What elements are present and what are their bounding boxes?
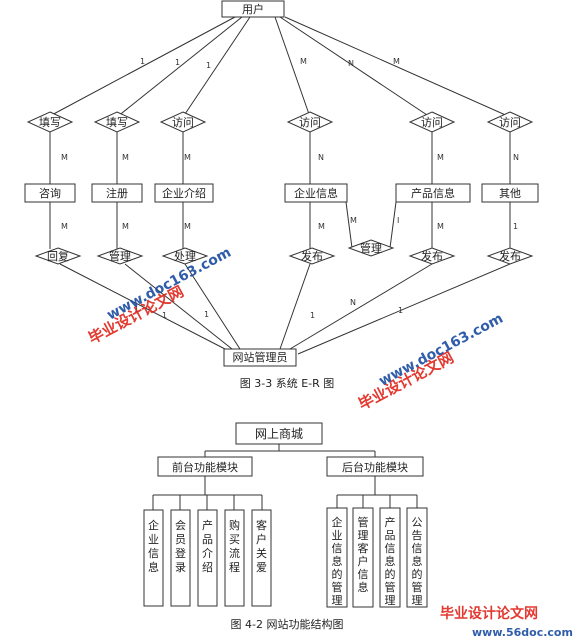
module-child-label: 企业信息: [148, 518, 159, 574]
card-bottom-6: 1: [398, 306, 403, 315]
card-upper-2: M: [122, 153, 129, 162]
er-lines: [47, 16, 511, 355]
relation-visit-4: 访问: [499, 116, 521, 129]
card-lower-1: M: [61, 222, 68, 231]
card-top-4: M: [300, 57, 307, 66]
module-child-label: 客户关爱: [256, 518, 267, 574]
entity-other: 其他: [499, 187, 521, 200]
relation-visit-1: 访问: [172, 116, 194, 129]
card-top-1: 1: [140, 57, 145, 66]
relation-diamond: [408, 111, 456, 133]
card-top-2: 1: [175, 58, 180, 67]
admin-entity-box: [223, 348, 297, 367]
admin-entity-label: 网站管理员: [233, 350, 288, 364]
relation-manage-2: 管理: [360, 241, 382, 255]
card-bottom-1: 1: [134, 305, 139, 314]
card-lower-7: M: [437, 222, 444, 231]
module-child-label: 产品介绍: [202, 518, 213, 574]
card-lower-3: M: [184, 222, 191, 231]
module-child-label: 产品信息的管理: [385, 515, 396, 607]
relation-diamond: [286, 111, 334, 133]
card-upper-1: M: [61, 153, 68, 162]
relation-diamond: [486, 111, 534, 133]
relation-visit-3: 访问: [421, 116, 443, 129]
module-child-label: 购买流程: [229, 518, 240, 574]
card-top-5: N: [348, 59, 354, 68]
entity-company-intro: 企业介绍: [162, 186, 206, 200]
relation-diamond: [159, 111, 207, 133]
backend-module-label: 后台功能模块: [342, 460, 408, 474]
relation-publish-2: 发布: [421, 249, 443, 263]
relation-reply: 回复: [47, 249, 69, 263]
relation-publish-1: 发布: [301, 249, 323, 263]
module-child-label: 公告信息的管理: [412, 516, 423, 607]
card-upper-4: N: [318, 153, 324, 162]
relation-process: 处理: [174, 250, 196, 263]
card-upper-3: M: [184, 153, 191, 162]
card-bottom-4: 1: [310, 311, 315, 320]
watermark-url-2: www.doc163.com: [376, 311, 506, 390]
relation-publish-3: 发布: [499, 249, 521, 263]
card-bottom-2: 1: [162, 311, 167, 320]
cardinality-labels: 1 1 1 M N M M M M N M N M M M M M I M 1 …: [61, 57, 519, 320]
card-lower-2: M: [122, 222, 129, 231]
module-child-labels: 企业信息 会员登录 产品介绍 购买流程 客户关爱 企业信息的管理 管理客户信息 产品信息的管理…: [148, 515, 423, 607]
card-lower-4: M: [318, 222, 325, 231]
entity-consult: 咨询: [39, 186, 61, 200]
relation-visit-2: 访问: [299, 116, 321, 129]
card-lower-8: 1: [513, 222, 518, 231]
root-label: 网上商城: [255, 426, 303, 441]
entity-product-info: 产品信息: [411, 186, 455, 200]
top-relations: 填写 填写 访问 访问 访问 访问: [26, 111, 534, 133]
card-top-6: M: [393, 57, 400, 66]
card-lower-6: I: [397, 216, 399, 225]
footer-watermark-cn: 毕业设计论文网: [440, 605, 538, 622]
card-upper-5: M: [437, 153, 444, 162]
module-child-label: 企业信息的管理: [332, 515, 343, 607]
lower-relations: 回复 管理 处理 发布 管理 发布 发布: [34, 239, 534, 265]
card-top-3: 1: [206, 61, 211, 70]
module-child-label: 管理客户信息: [358, 515, 369, 594]
card-upper-6: N: [513, 153, 519, 162]
footer-watermark-url: www.56doc.com: [472, 626, 573, 639]
card-bottom-5: N: [350, 298, 356, 307]
structure-caption: 图 4-2 网站功能结构图: [231, 617, 344, 631]
user-entity-label: 用户: [242, 2, 264, 16]
relation-manage-1: 管理: [109, 249, 131, 263]
relation-fill-2: 填写: [106, 115, 128, 129]
user-entity-box: [221, 0, 285, 18]
frontend-module-label: 前台功能模块: [172, 460, 238, 474]
entity-company-info: 企业信息: [294, 186, 338, 200]
structure-diagram: 网上商城 前台功能模块 后台功能模块 企业信息: [143, 422, 428, 608]
middle-entities: 咨询 注册 企业介绍 企业信息 产品信息 其他: [24, 183, 539, 203]
relation-diamond: [26, 111, 74, 133]
relation-fill-1: 填写: [39, 115, 61, 129]
card-bottom-3: 1: [204, 310, 209, 319]
er-caption: 图 3-3 系统 E-R 图: [240, 377, 335, 390]
card-lower-5: M: [350, 216, 357, 225]
module-child-label: 会员登录: [175, 519, 186, 574]
relation-diamond: [93, 111, 141, 133]
entity-register: 注册: [106, 186, 128, 200]
